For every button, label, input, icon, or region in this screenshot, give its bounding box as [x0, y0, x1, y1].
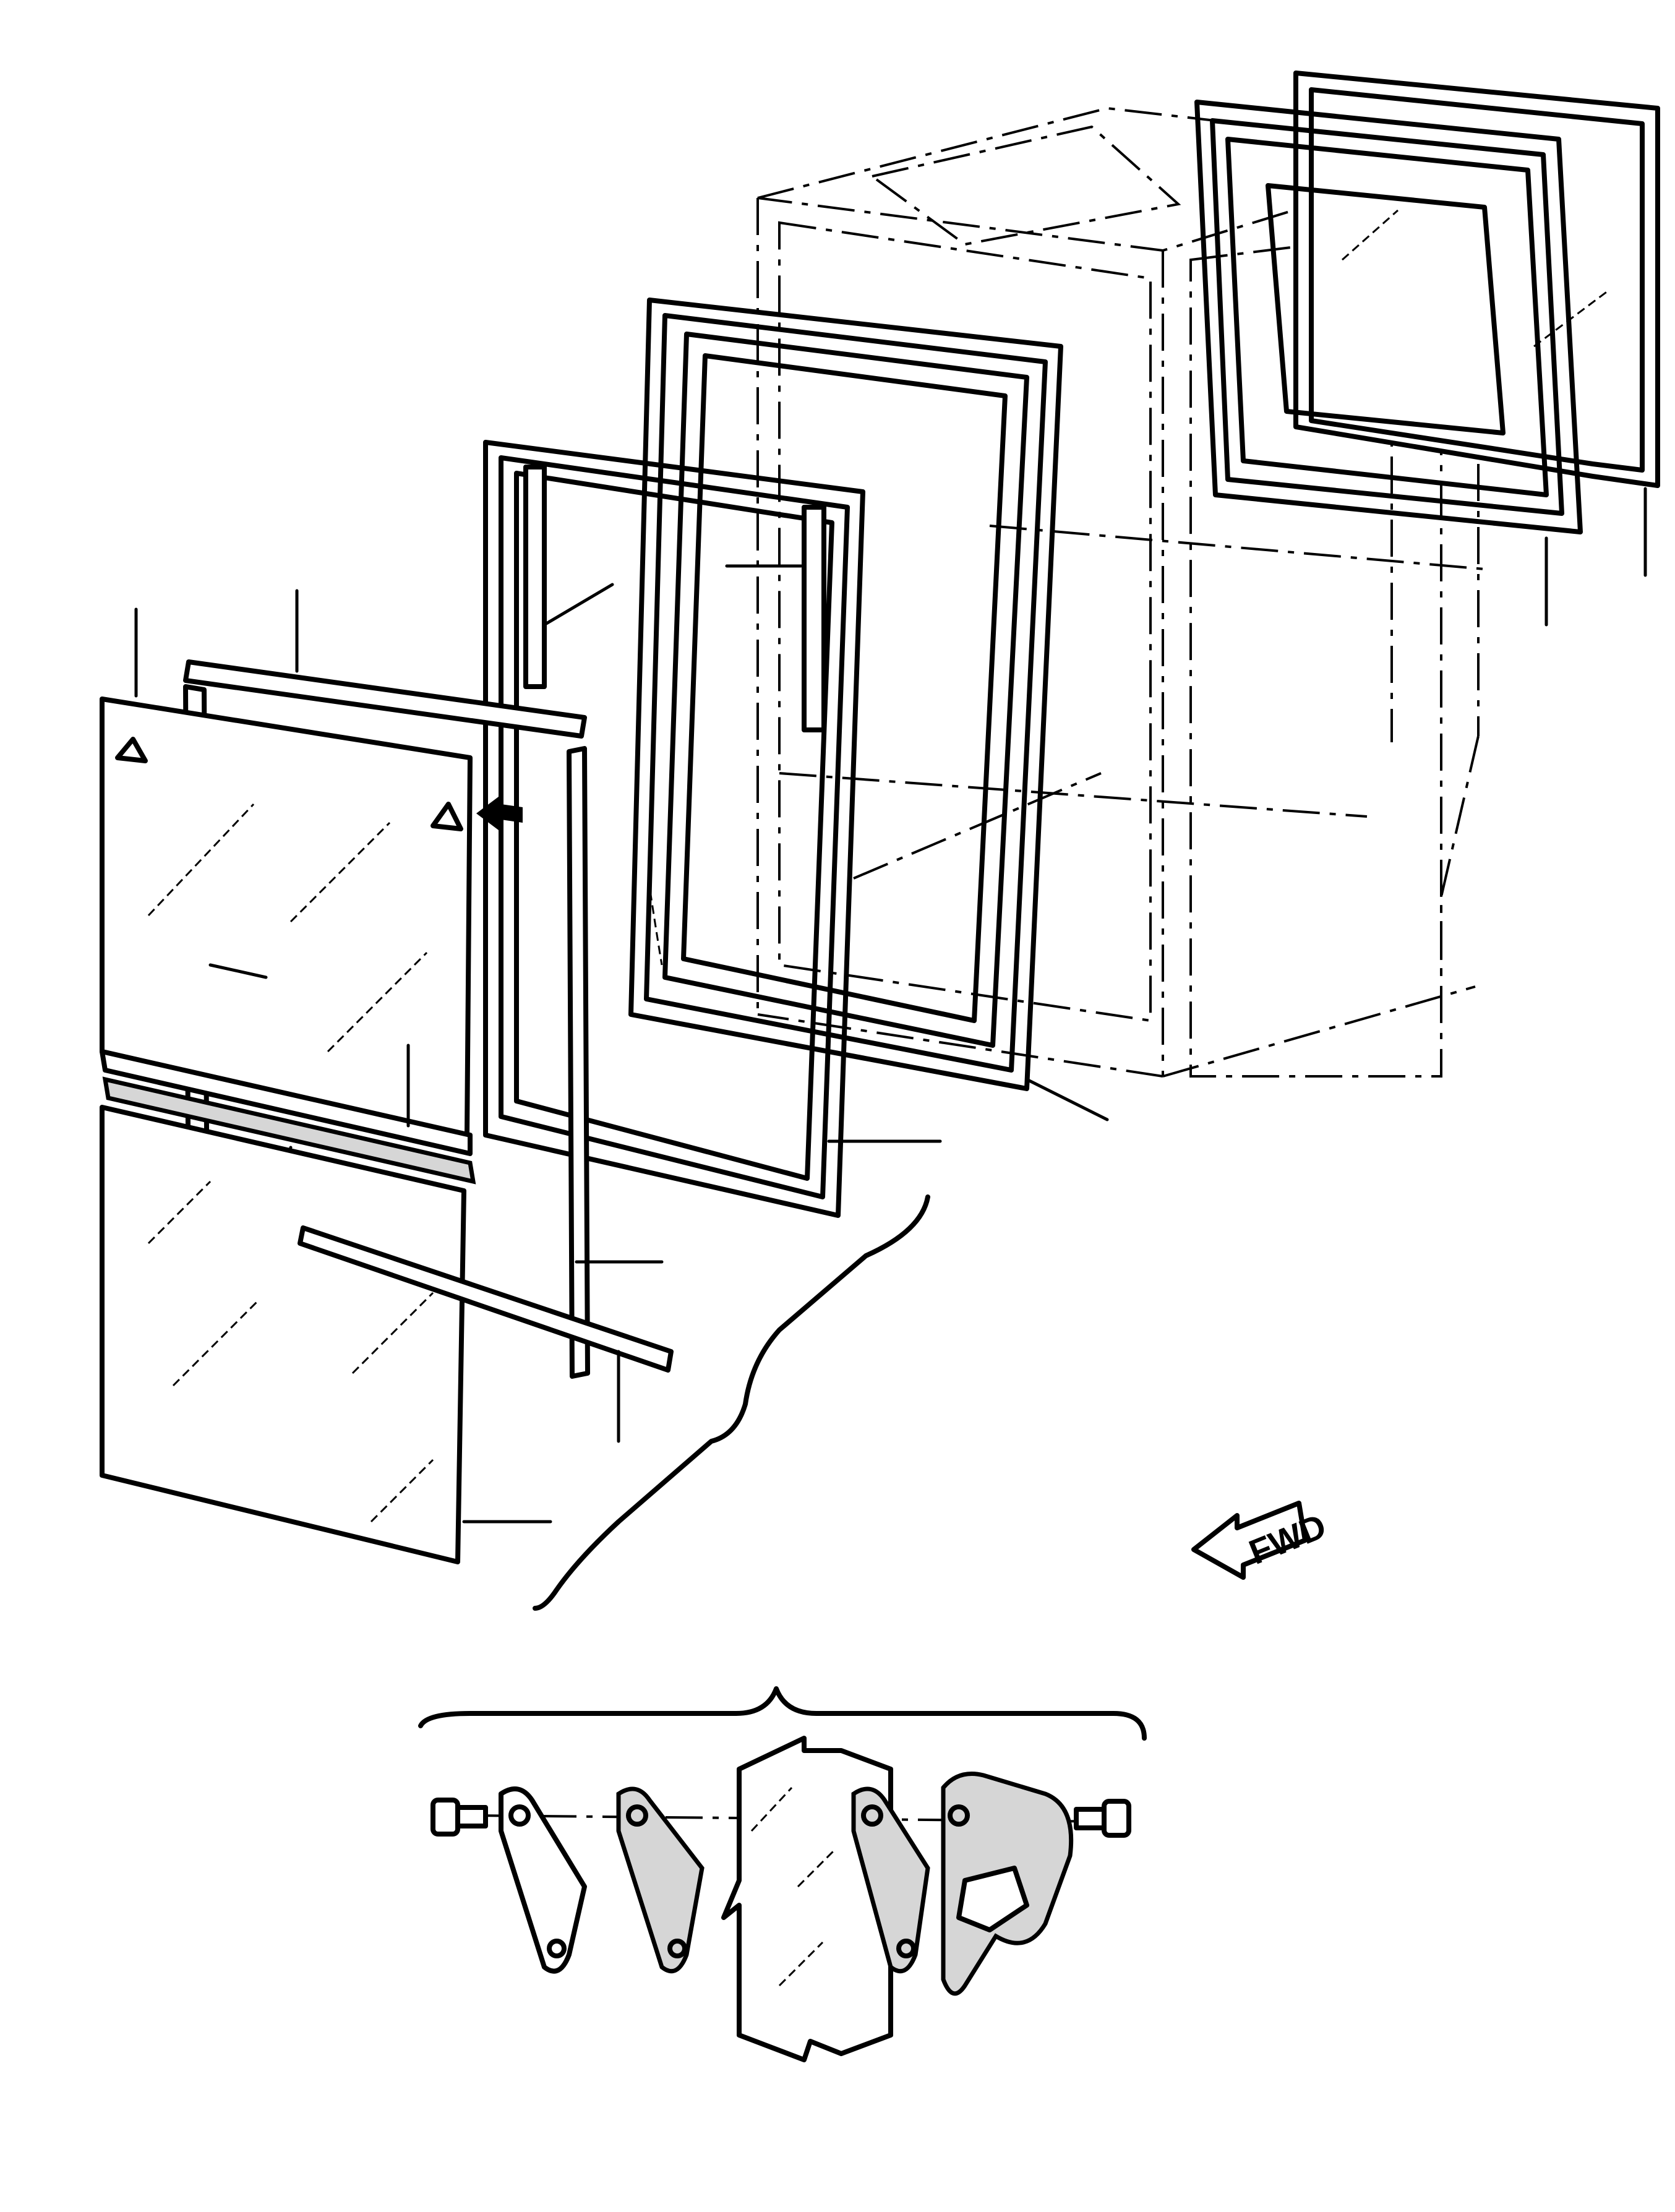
bottom-rail-face [100, 1049, 473, 1156]
lower-glass-reflection-1 [147, 1180, 212, 1245]
hinge-screw-left [431, 1798, 488, 1837]
rear-window-seal [1194, 100, 1583, 627]
hinge-gasket-2-hole-top [861, 1804, 883, 1827]
hinge-plate-1 [499, 1786, 587, 1974]
horizontal-guide-bar [298, 1225, 674, 1443]
top-rail [183, 589, 587, 739]
cab-side-bottom [1162, 985, 1476, 1078]
rear-glass-reflection-2 [1533, 289, 1609, 348]
rear-glass-reflection-1 [1342, 209, 1399, 261]
sash-outer-edge [483, 440, 865, 1218]
lower-glass-reflection-2 [172, 1298, 261, 1387]
hinge-bracket [941, 1772, 1074, 1996]
door-frame-glazing-edge [681, 353, 1008, 1023]
glass-section-piece [721, 1736, 893, 2062]
hinge-glass-section [721, 1736, 893, 2062]
lower-glass-reflection-3 [351, 1292, 434, 1374]
lower-glass-panel [100, 1105, 466, 1564]
window-sash-frame [483, 440, 942, 1218]
vertical-divider-bar [567, 746, 664, 1379]
glass-section-reflection-3 [797, 1848, 836, 1888]
hinge-gasket-1 [616, 1786, 705, 1974]
hinge-plate-1-hole-bottom [547, 1939, 567, 1958]
door-frame-inner-edge [662, 332, 1029, 1048]
hinge-gasket-2-body [851, 1786, 930, 1974]
hinge-gasket-2 [851, 1786, 930, 1974]
group-brace-door [533, 1194, 930, 1611]
group-brace-hinge [418, 1686, 1147, 1741]
rear-glass-panel [1293, 71, 1660, 488]
hinge-plate-1-body [499, 1786, 587, 1974]
guide-bar-face [298, 1225, 674, 1373]
hinge-plate-1-hole-top [508, 1804, 531, 1827]
upper-glass-reflection-2 [289, 821, 391, 923]
hinge-bracket-hole [948, 1804, 970, 1827]
cab-door-opening [778, 221, 1152, 1022]
rear-seal-glass-opening [1266, 183, 1506, 435]
sash-right-channel [802, 505, 826, 732]
hinge-screw-right [1074, 1799, 1131, 1838]
hinge-gasket-1-hole-top [626, 1804, 648, 1827]
door-frame-stipple [647, 878, 663, 966]
lower-fixed-glass [100, 1105, 552, 1564]
cab-floor-line [779, 772, 1368, 818]
upper-glass-reflection-3 [327, 951, 428, 1053]
arrow-left-icon [1191, 1501, 1308, 1580]
door-outer-frame [628, 298, 1109, 1121]
hinge-bracket-knuckle [956, 1866, 1029, 1932]
cab-floor-diagonal [853, 772, 1102, 880]
leader-upper-glass [208, 963, 268, 979]
rear-seal-mid [1210, 118, 1564, 516]
door-frame-outer-edge [628, 298, 1063, 1091]
cab-rear-step [1440, 735, 1480, 984]
lower-glass-reflection-4 [370, 1459, 434, 1523]
cab-side-opening [1189, 227, 1442, 1078]
hinge-detail [431, 1736, 1131, 2062]
cab-mid-line [989, 525, 1485, 570]
rear-window-glass [1293, 71, 1660, 577]
cab-roof-hatch [869, 125, 1181, 246]
glass-section-reflection-1 [750, 1786, 793, 1832]
bottom-rail [100, 1044, 476, 1233]
upper-glass-reflection-1 [147, 803, 255, 917]
glass-section-reflection-2 [778, 1941, 824, 1987]
upper-glass-catch-left [115, 737, 148, 763]
rear-seal-inner [1225, 137, 1549, 497]
rear-seal-outer [1194, 100, 1583, 534]
screw-head-left [431, 1798, 460, 1837]
arrow-pointer-icon [476, 795, 523, 832]
rear-glass-inner-edge [1309, 87, 1645, 473]
upper-glass-catch-right [431, 802, 463, 831]
sash-inner-edge [514, 471, 834, 1181]
screw-shank-right [1074, 1807, 1107, 1830]
screw-head-right [1102, 1799, 1131, 1838]
divider-bar-face [567, 746, 590, 1379]
cab-edge-bottom [757, 1013, 1163, 1078]
hinge-gasket-1-hole-bottom [667, 1939, 687, 1958]
door-frame-mid-edge [644, 313, 1048, 1073]
screw-shank-left [455, 1805, 488, 1828]
hinge-gasket-1-body [616, 1786, 705, 1974]
hinge-gasket-2-hole-bottom [896, 1939, 916, 1958]
cab-body [756, 106, 1485, 1078]
top-rail-face [183, 659, 587, 739]
fwd-orientation-badge: FWD [1191, 1501, 1331, 1580]
leader-left-channel [542, 583, 614, 627]
sash-left-channel [523, 465, 547, 689]
sash-mid-edge [499, 455, 850, 1199]
leader-door-frame [1025, 1078, 1109, 1121]
felt-seal-strip [102, 1076, 476, 1185]
